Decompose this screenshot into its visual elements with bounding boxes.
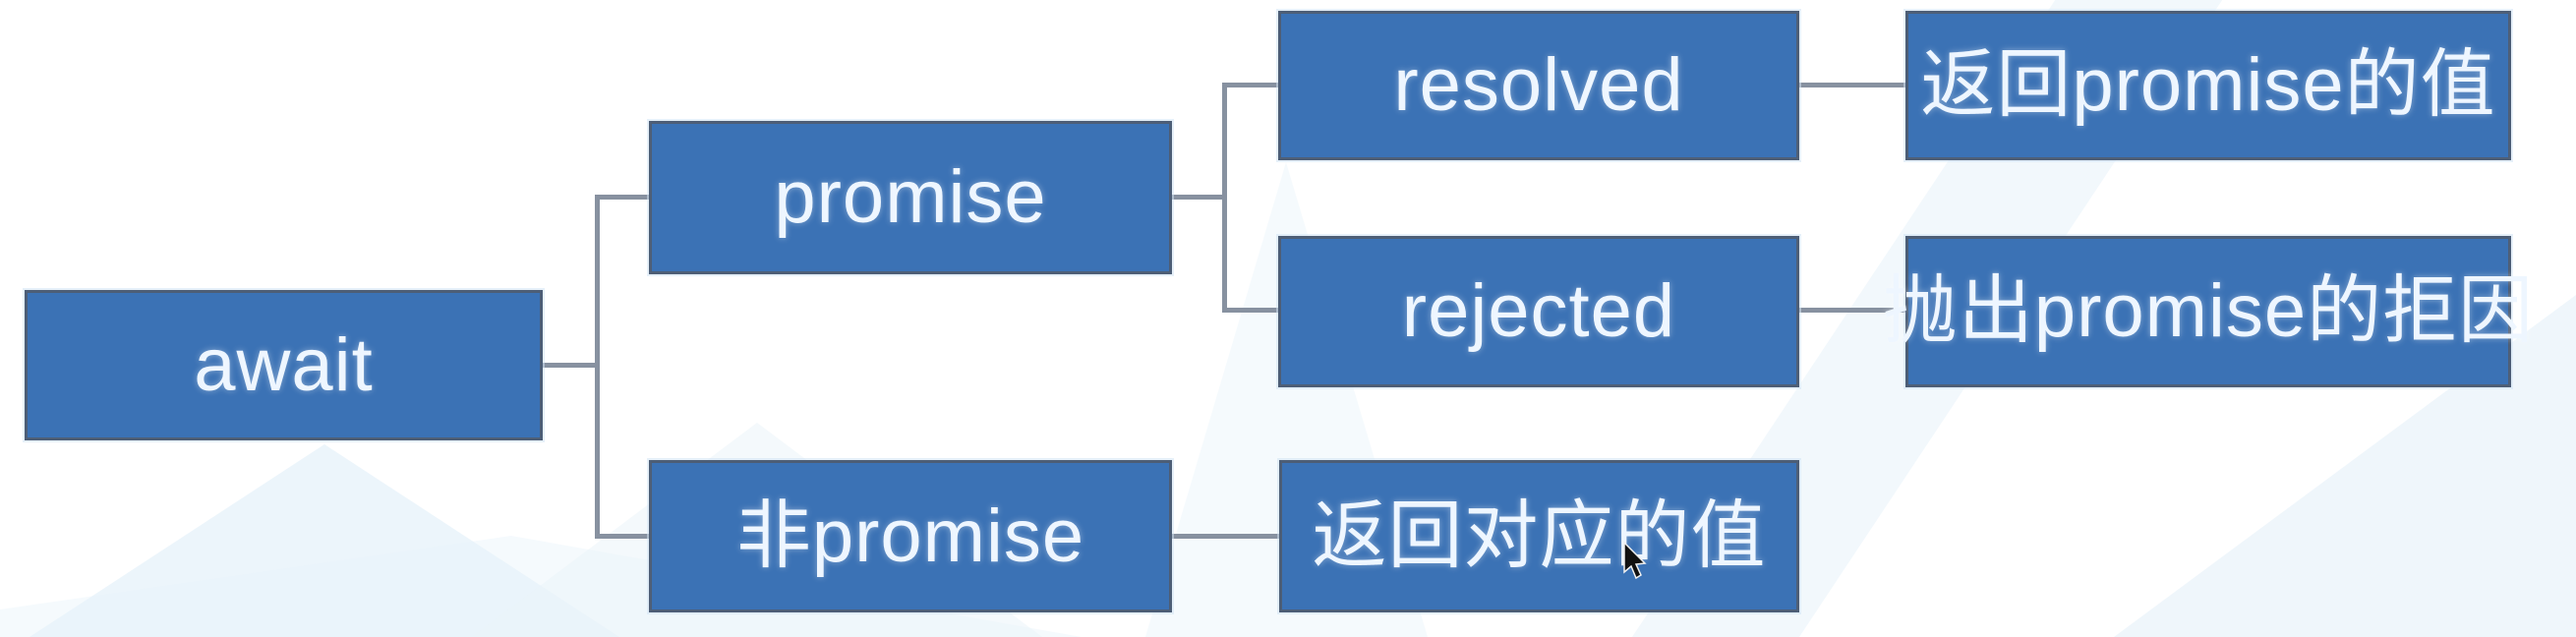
connector-resolved-to-return (1799, 83, 1907, 87)
connector-trunk-to-rejected (1222, 308, 1280, 313)
node-return-corresponding-value[interactable]: 返回对应的值 (1279, 460, 1799, 612)
node-rejected-label: rejected (1401, 269, 1676, 353)
connector-rejected-to-throw (1799, 308, 1907, 313)
node-non-promise[interactable]: 非promise (649, 460, 1172, 612)
node-rejected[interactable]: rejected (1278, 236, 1799, 387)
connector-promise-trunk (1172, 195, 1224, 200)
node-return-promise-value[interactable]: 返回promise的值 (1905, 11, 2511, 160)
node-resolved-label: resolved (1393, 43, 1684, 127)
connector-trunk-level3 (1222, 83, 1227, 313)
connector-trunk-to-resolved (1222, 83, 1280, 87)
node-promise-label: promise (774, 155, 1047, 239)
connector-trunk-to-non-promise (595, 534, 651, 539)
node-resolved[interactable]: resolved (1278, 11, 1799, 160)
node-await[interactable]: await (25, 290, 543, 440)
node-return-corresponding-value-label: 返回对应的值 (1312, 493, 1767, 578)
connector-non-promise-to-return (1172, 534, 1281, 539)
connector-await-trunk (543, 363, 597, 368)
connector-trunk-level2 (595, 195, 600, 539)
node-promise[interactable]: promise (649, 121, 1172, 274)
node-non-promise-label: 非promise (735, 493, 1085, 578)
node-return-promise-value-label: 返回promise的值 (1920, 43, 2496, 127)
node-await-label: await (194, 322, 374, 407)
node-throw-rejection-reason[interactable]: 抛出promise的拒因 (1883, 236, 2533, 387)
node-throw-rejection-reason-label: 抛出promise的拒因 (1882, 269, 2535, 353)
connector-trunk-to-promise (595, 195, 651, 200)
